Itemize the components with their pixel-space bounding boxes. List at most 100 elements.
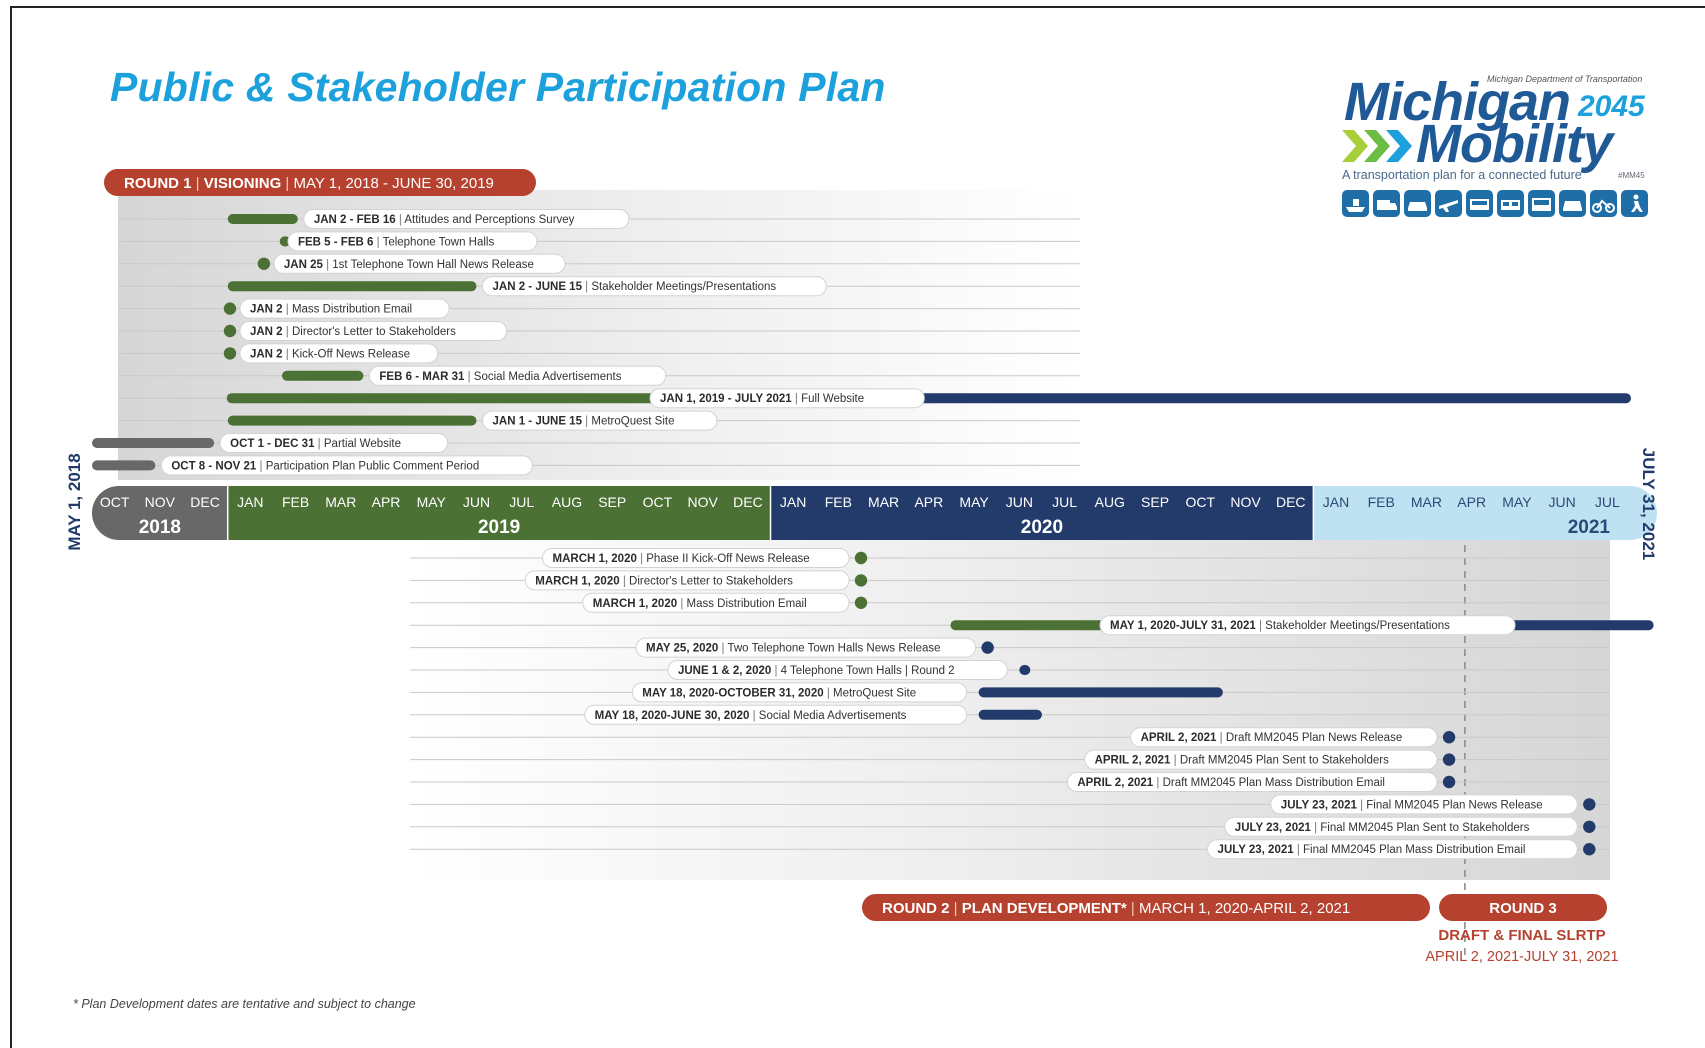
month-label: FEB (825, 494, 852, 510)
year-label: 2021 (1568, 517, 1611, 538)
activity-label: JAN 2 - FEB 16 | Attitudes and Perceptio… (314, 214, 575, 226)
month-label: APR (1457, 494, 1486, 510)
train-icon (1466, 190, 1493, 217)
activity-label: MARCH 1, 2020 | Mass Distribution Email (593, 598, 807, 610)
month-label: MAR (868, 494, 899, 510)
month-label: MAY (417, 494, 447, 510)
activity-label: MAY 25, 2020 | Two Telephone Town Halls … (646, 643, 941, 655)
plane-icon (1435, 190, 1462, 217)
activity-label: JULY 23, 2021 | Final MM2045 Plan News R… (1281, 799, 1543, 811)
activity-label-pill (482, 410, 718, 431)
shuttle-icon (1559, 190, 1586, 217)
month-label: NOV (1230, 494, 1261, 510)
footnote: * Plan Development dates are tentative a… (73, 997, 416, 1011)
month-label: SEP (598, 494, 626, 510)
year-band-2018 (92, 486, 255, 540)
activity-label-pill (239, 298, 450, 319)
month-label: SEP (1141, 494, 1169, 510)
logo-hashtag: #MM45 (1618, 171, 1645, 180)
milestone-dot (1442, 753, 1456, 766)
activity-label-pill (368, 365, 667, 386)
round3-dates: APRIL 2, 2021-JULY 31, 2021 (1425, 949, 1618, 965)
chevron-arrows-icon (1342, 130, 1412, 162)
milestone-dot (223, 347, 237, 360)
year-band-2021 (1286, 486, 1657, 540)
activity-label: APRIL 2, 2021 | Draft MM2045 Plan Sent t… (1095, 755, 1390, 767)
round2-pill (862, 894, 1430, 921)
month-label: JUN (1006, 494, 1033, 510)
milestone-dot (1442, 731, 1456, 744)
month-label: OCT (643, 494, 673, 510)
logo-department: Michigan Department of Transportation (1487, 74, 1643, 84)
month-label: JUL (1595, 494, 1620, 510)
activity-label-pill (1130, 727, 1438, 748)
month-label: AUG (552, 494, 582, 510)
milestone-dot (223, 324, 237, 338)
activity-label-pill (542, 548, 850, 568)
activity-label: MARCH 1, 2020 | Phase II Kick-Off News R… (553, 553, 810, 565)
month-label: DEC (1276, 494, 1306, 510)
year-label: 2020 (1021, 517, 1063, 538)
activity-label-pill (160, 455, 533, 476)
logo-word-mobility: Mobility (1416, 114, 1613, 174)
month-label: FEB (1368, 494, 1395, 510)
activity-label-pill (1066, 772, 1438, 792)
month-label: JUN (463, 494, 490, 510)
month-label: APR (372, 494, 401, 510)
month-label: MAY (959, 494, 989, 510)
activity-label: JAN 1, 2019 - JULY 2021 | Full Website (660, 393, 864, 405)
activity-label: FEB 6 - MAR 31 | Social Media Advertisem… (379, 371, 621, 383)
month-label: MAY (1502, 494, 1532, 510)
activity-label: JAN 2 | Kick-Off News Release (250, 348, 410, 360)
activity-label: MARCH 1, 2020 | Director's Letter to Sta… (535, 575, 793, 587)
activity-label-pill (303, 209, 630, 229)
activity-label-pill (1270, 794, 1578, 815)
milestone-dot (1583, 843, 1596, 856)
activity-label-pill (219, 433, 449, 453)
activity-label-pill (239, 343, 439, 364)
start-date-label: MAY 1, 2018 (65, 453, 84, 550)
activity-label: JAN 1 - JUNE 15 | MetroQuest Site (493, 416, 675, 428)
activity-label: FEB 5 - FEB 6 | Telephone Town Halls (298, 236, 494, 248)
activity-label-pill (1207, 839, 1578, 860)
month-label: JAN (237, 494, 263, 510)
activity-label: APRIL 2, 2021 | Draft MM2045 Plan News R… (1141, 732, 1403, 744)
round1-pill (104, 169, 536, 196)
activity-label-pill (482, 276, 827, 297)
month-label: NOV (145, 494, 176, 510)
activity-label-pill (273, 253, 566, 274)
activity-label-pill (635, 637, 977, 658)
activity-label-pill (1099, 615, 1516, 636)
activity-label: MAY 18, 2020-OCTOBER 31, 2020 | MetroQue… (642, 687, 916, 699)
month-label: MAR (325, 494, 356, 510)
month-label: OCT (1185, 494, 1215, 510)
logo-year: 2045 (1578, 90, 1645, 123)
milestone-dot (854, 574, 868, 587)
month-label: AUG (1095, 494, 1125, 510)
milestone-dot (854, 596, 868, 609)
month-label: DEC (733, 494, 763, 510)
activity-label: JAN 25 | 1st Telephone Town Hall News Re… (284, 259, 534, 271)
milestone-dot (223, 302, 237, 315)
milestone-dot (1442, 775, 1456, 789)
activity-label: JAN 2 | Mass Distribution Email (250, 304, 412, 316)
activity-label: OCT 1 - DEC 31 | Partial Website (230, 438, 401, 450)
activity-label: JUNE 1 & 2, 2020 | 4 Telephone Town Hall… (678, 665, 955, 677)
pedestrian-icon (1621, 190, 1648, 217)
activity-label: JAN 2 | Director's Letter to Stakeholder… (250, 326, 456, 338)
activity-label-pill (649, 388, 925, 409)
page-frame (10, 6, 1705, 1048)
bus-icon (1528, 190, 1555, 217)
logo-word-michigan: Michigan (1344, 72, 1571, 132)
month-label: MAR (1411, 494, 1442, 510)
page-title: Public & Stakeholder Participation Plan (110, 64, 886, 110)
month-label: JUL (1052, 494, 1077, 510)
activity-label: OCT 8 - NOV 21 | Participation Plan Publ… (171, 460, 479, 472)
month-label: FEB (282, 494, 309, 510)
month-label: JUN (1549, 494, 1576, 510)
activity-label-pill (1224, 816, 1578, 837)
month-label: JAN (780, 494, 806, 510)
month-label: JAN (1323, 494, 1349, 510)
activity-label-pill (582, 592, 850, 613)
